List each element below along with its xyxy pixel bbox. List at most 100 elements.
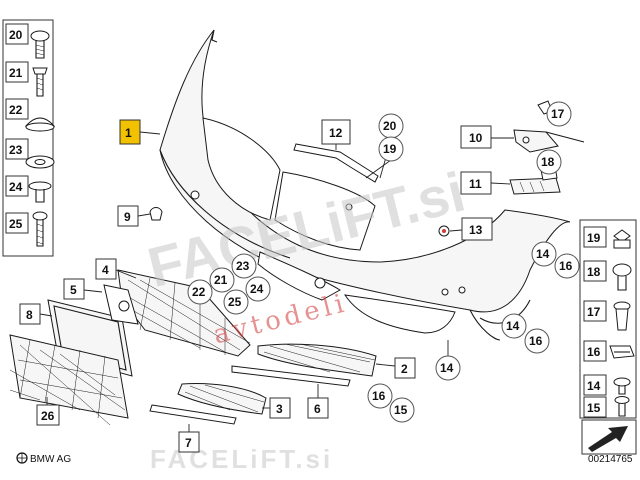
svg-text:5: 5 [70,283,77,297]
right-item-18: 18 [583,260,632,291]
svg-text:22: 22 [192,285,206,299]
svg-text:7: 7 [185,436,192,450]
callout-15a: 15 [389,397,415,423]
callouts: 1 2 3 4 5 6 7 8 [19,101,580,453]
left-item-21-label: 21 [9,66,23,80]
lower-grille-2 [257,343,377,377]
left-item-21: 21 [5,61,48,97]
left-item-24: 24 [5,175,52,203]
left-item-20: 20 [5,23,50,59]
left-item-22-label: 22 [9,103,23,117]
lower-trim-7 [149,404,237,425]
watermark-footer: FACELiFT.si [150,444,333,474]
callout-3: 3 [269,397,291,419]
svg-text:21: 21 [214,273,228,287]
left-kidney-opening [202,117,281,221]
bracket-11 [509,177,561,195]
svg-text:16: 16 [559,259,573,273]
svg-text:15: 15 [394,403,408,417]
svg-text:25: 25 [228,295,242,309]
right-kidney-opening [274,171,376,251]
svg-text:11: 11 [469,177,482,191]
svg-text:24: 24 [250,282,264,296]
svg-text:2: 2 [401,362,408,376]
svg-text:12: 12 [329,126,343,140]
callout-17: 17 [546,101,572,127]
right-item-19-label: 19 [587,231,601,245]
right-item-14-label: 14 [587,379,601,393]
svg-text:20: 20 [383,119,397,133]
callout-16b: 16 [524,328,550,354]
lower-trim-6 [231,365,351,387]
callout-14b: 14 [501,313,527,339]
svg-text:16: 16 [372,389,386,403]
screw-icon [613,377,631,387]
left-item-23: 23 [5,138,55,169]
svg-text:14: 14 [536,247,550,261]
svg-text:4: 4 [102,263,109,277]
bolt-icon [32,67,48,75]
flange-screw-icon [28,181,52,191]
screw-head-icon [30,30,50,42]
callout-2: 2 [394,357,416,379]
callout-23: 23 [231,253,257,279]
callout-1: 1 [119,119,141,145]
callout-5: 5 [63,278,85,300]
callout-14c: 14 [435,355,461,381]
callout-16a: 16 [554,253,580,279]
svg-text:23: 23 [236,259,250,273]
bumper-cover [159,29,571,341]
right-item-17: 17 [583,300,631,331]
callout-8: 8 [19,303,41,325]
left-item-25-label: 25 [9,217,23,231]
clip-13 [438,225,450,237]
svg-text:10: 10 [469,131,483,145]
left-fastener-panel: 20 21 22 23 24 [2,19,56,257]
long-screw-icon [32,211,48,221]
callout-9: 9 [117,205,139,227]
callout-14a: 14 [531,241,557,267]
right-item-19: 19 [583,226,631,249]
guide-12 [293,143,379,183]
callout-6: 6 [307,397,329,419]
callout-18: 18 [536,149,562,175]
svg-text:3: 3 [276,402,283,416]
callout-22: 22 [187,279,213,305]
callout-25: 25 [223,289,249,315]
svg-text:19: 19 [383,142,397,156]
hex-screw-icon [612,263,632,277]
left-item-22: 22 [5,98,56,132]
svg-text:16: 16 [529,334,543,348]
brand-logo-text: BMW AG [30,454,71,465]
svg-text:6: 6 [314,402,321,416]
callout-13: 13 [461,217,493,241]
bumper-carrier [9,334,129,426]
callout-21: 21 [209,267,235,293]
direction-arrow-icon [588,426,628,452]
fog-light-opening [343,294,456,334]
right-item-14: 14 [583,374,631,396]
callout-19: 19 [378,136,404,162]
right-item-15: 15 [583,396,630,418]
right-item-17-label: 17 [587,305,601,319]
svg-text:14: 14 [506,319,520,333]
right-item-15-label: 15 [587,401,601,415]
svg-text:13: 13 [469,223,483,237]
svg-text:18: 18 [541,155,555,169]
left-item-24-label: 24 [9,180,23,194]
callout-4: 4 [95,258,117,280]
svg-text:1: 1 [125,126,132,140]
svg-text:17: 17 [551,107,565,121]
callout-24: 24 [245,276,271,302]
right-item-18-label: 18 [587,265,601,279]
callout-12: 12 [321,119,351,145]
left-item-23-label: 23 [9,143,23,157]
callout-10: 10 [460,125,492,149]
callout-11: 11 [460,171,492,195]
bracket-10 [513,129,585,153]
callout-20: 20 [378,113,404,139]
svg-text:8: 8 [26,308,33,322]
lower-grille-3 [177,383,267,415]
